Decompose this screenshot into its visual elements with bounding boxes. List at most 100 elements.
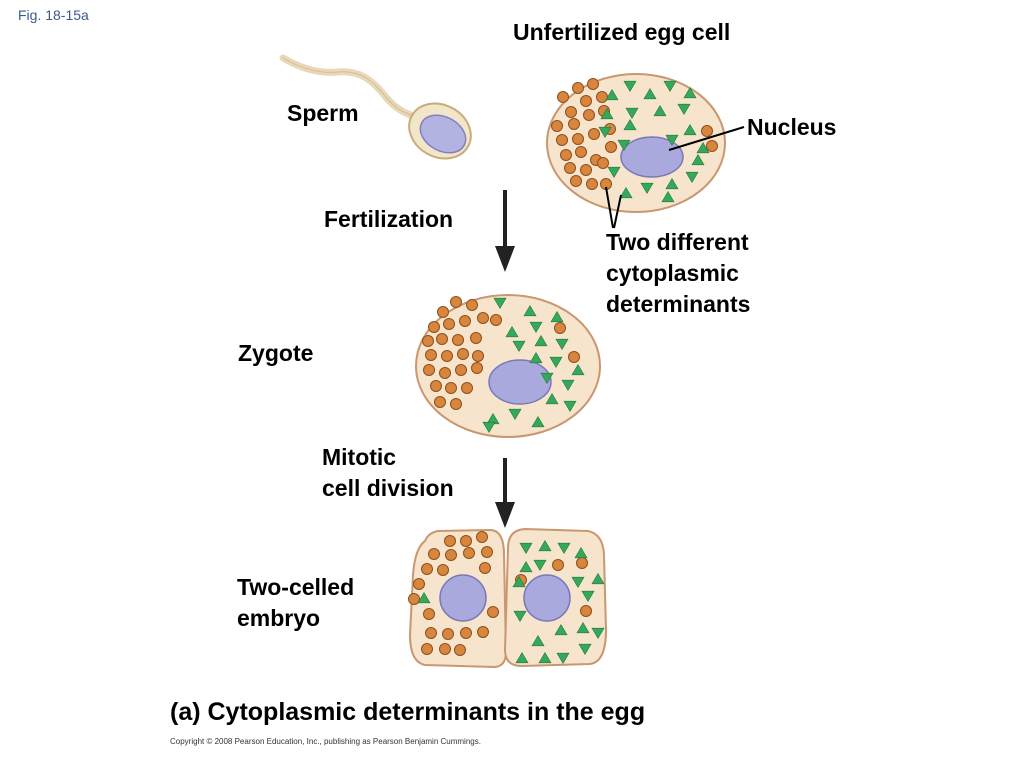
sperm-nucleus xyxy=(419,114,467,154)
granule xyxy=(564,162,576,174)
egg-orange-granules xyxy=(551,78,718,190)
triangle-determinant xyxy=(519,561,533,573)
triangle-determinant xyxy=(538,540,552,552)
granule xyxy=(605,141,617,153)
granule xyxy=(568,118,580,130)
triangle-determinant xyxy=(640,182,654,194)
triangle-determinant xyxy=(561,379,575,391)
granule xyxy=(428,321,440,333)
triangle-determinant xyxy=(598,126,612,138)
granule xyxy=(597,157,609,169)
triangle-determinant xyxy=(653,105,667,117)
triangle-determinant xyxy=(591,627,605,639)
granule xyxy=(408,593,420,605)
granule xyxy=(580,605,592,617)
triangle-determinant xyxy=(643,88,657,100)
triangle-determinant xyxy=(557,542,571,554)
triangle-determinant xyxy=(623,119,637,131)
granule xyxy=(437,564,449,576)
granule xyxy=(575,146,587,158)
triangle-determinant xyxy=(617,139,631,151)
granule xyxy=(487,606,499,618)
triangle-determinant xyxy=(512,576,526,588)
granule xyxy=(423,364,435,376)
granule xyxy=(455,364,467,376)
zygote-nucleus xyxy=(488,359,552,405)
granule xyxy=(701,125,713,137)
granule xyxy=(586,178,598,190)
triangle-determinant xyxy=(554,624,568,636)
granule xyxy=(450,296,462,308)
sperm-cell xyxy=(279,54,472,160)
granule xyxy=(570,175,582,187)
granule xyxy=(466,299,478,311)
triangle-determinant xyxy=(505,326,519,338)
triangle-determinant xyxy=(508,408,522,420)
triangle-determinant xyxy=(493,297,507,309)
granule xyxy=(445,382,457,394)
triangle-determinant xyxy=(533,559,547,571)
triangle-determinant xyxy=(550,311,564,323)
granule xyxy=(554,322,566,334)
triangle-determinant xyxy=(696,142,710,154)
granule xyxy=(461,382,473,394)
triangle-determinant xyxy=(677,103,691,115)
granule xyxy=(441,350,453,362)
granule xyxy=(477,312,489,324)
triangle-determinant xyxy=(571,576,585,588)
granule xyxy=(476,531,488,543)
figure-caption: (a) Cytoplasmic determinants in the egg xyxy=(170,698,646,726)
triangle-determinant xyxy=(523,305,537,317)
triangle-determinant xyxy=(534,335,548,347)
triangle-determinant xyxy=(538,652,552,664)
triangle-determinant xyxy=(529,321,543,333)
triangle-determinant xyxy=(574,547,588,559)
zygote-orange-granules xyxy=(422,296,580,410)
granule xyxy=(454,644,466,656)
embryo-left-nucleus xyxy=(439,574,487,622)
granule xyxy=(557,91,569,103)
granule xyxy=(444,535,456,547)
zygote-label: Zygote xyxy=(238,340,314,366)
unfertilized-egg-label: Unfertilized egg cell xyxy=(513,19,731,45)
granule xyxy=(568,351,580,363)
triangle-determinant xyxy=(619,187,633,199)
triangle-determinant xyxy=(665,178,679,190)
granule xyxy=(596,91,608,103)
granule xyxy=(471,362,483,374)
two-celled-embryo xyxy=(408,527,608,669)
granule xyxy=(552,559,564,571)
triangle-determinant xyxy=(563,400,577,412)
copyright-notice: Copyright © 2008 Pearson Education, Inc.… xyxy=(170,737,481,746)
granule xyxy=(460,535,472,547)
granule xyxy=(443,318,455,330)
granule xyxy=(425,349,437,361)
granule xyxy=(452,334,464,346)
triangle-determinant xyxy=(549,356,563,368)
granule xyxy=(437,306,449,318)
triangle-determinant xyxy=(663,80,677,92)
granule xyxy=(445,549,457,561)
triangle-determinant xyxy=(571,364,585,376)
granule xyxy=(460,627,472,639)
granule xyxy=(423,608,435,620)
granule xyxy=(413,578,425,590)
granule xyxy=(576,557,588,569)
embryo-orange-granules xyxy=(408,531,592,656)
granule xyxy=(580,95,592,107)
triangle-determinant xyxy=(417,592,431,604)
mitotic-division-label: Mitotic cell division xyxy=(322,444,454,501)
granule xyxy=(425,627,437,639)
triangle-determinant xyxy=(625,107,639,119)
triangle-determinant xyxy=(482,421,496,433)
fertilization-arrow xyxy=(495,190,515,272)
granule xyxy=(565,106,577,118)
granule xyxy=(428,548,440,560)
granule xyxy=(472,350,484,362)
two-celled-embryo-label: Two-celled embryo xyxy=(237,574,355,631)
granule xyxy=(434,396,446,408)
figure-label: Fig. 18-15a xyxy=(18,7,89,23)
fertilization-label: Fertilization xyxy=(324,206,454,232)
triangle-determinant xyxy=(555,338,569,350)
